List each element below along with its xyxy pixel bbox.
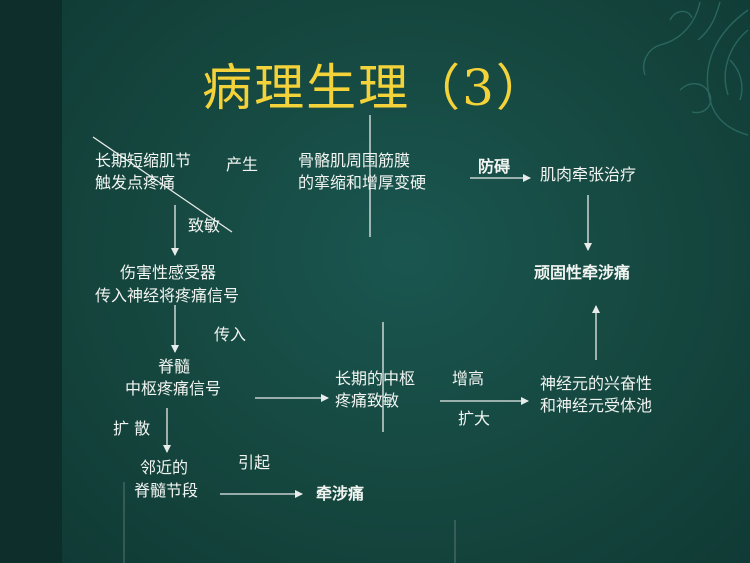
- node-adjacent-line2: 脊髓节段: [134, 481, 199, 500]
- node-spinal-line2: 中枢疼痛信号: [125, 379, 222, 398]
- node-central-line1: 长期的中枢: [335, 369, 416, 388]
- left-dark-band: [0, 0, 62, 563]
- label-diffuse: 扩 散: [113, 419, 151, 438]
- label-produce: 产生: [226, 155, 259, 174]
- node-skeletal-line1: 骨骼肌周围筋膜: [298, 151, 411, 170]
- node-spinal-line1: 脊髓: [158, 357, 191, 376]
- label-expand: 扩大: [458, 409, 491, 428]
- node-trigger-line1: 长期短缩肌节: [95, 151, 192, 170]
- decorative-flourish-icon: [643, 1, 749, 136]
- node-central-line2: 疼痛致敏: [335, 391, 400, 410]
- slide-title: 病理生理（3）: [202, 59, 548, 117]
- label-cause: 引起: [238, 453, 271, 472]
- node-nociceptor-line1: 伤害性感受器: [120, 263, 217, 282]
- slide-background: [62, 0, 750, 563]
- node-referred-pain: 牵涉痛: [316, 484, 365, 503]
- label-sensitize: 致敏: [188, 216, 221, 235]
- label-increase: 增高: [452, 369, 485, 388]
- node-trigger-line2: 触发点疼痛: [95, 173, 176, 192]
- node-adjacent-line1: 邻近的: [140, 458, 189, 477]
- node-stretch-therapy: 肌肉牵张治疗: [540, 165, 637, 184]
- node-skeletal-line2: 的挛缩和增厚变硬: [298, 173, 427, 192]
- node-neuron-line2: 和神经元受体池: [540, 396, 653, 415]
- node-stubborn-pain: 顽固性牵涉痛: [534, 263, 631, 282]
- node-nociceptor-line2: 传入神经将疼痛信号: [95, 286, 240, 305]
- label-hinder: 防碍: [478, 157, 511, 176]
- label-transmit: 传入: [214, 325, 247, 344]
- node-neuron-line1: 神经元的兴奋性: [540, 374, 653, 393]
- cross-out-stroke: [92, 136, 233, 233]
